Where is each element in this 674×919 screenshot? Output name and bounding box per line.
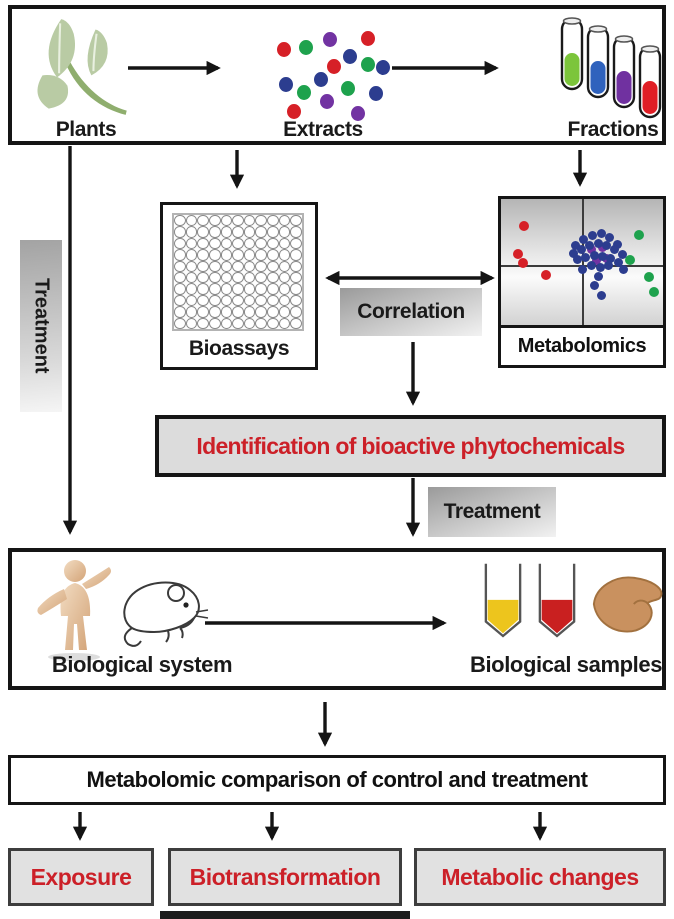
mouse-icon — [123, 581, 209, 647]
top-specimen-box: Plants Extracts Fractions — [8, 5, 666, 145]
biotransformation-label: Biotransformation — [189, 863, 381, 890]
comparison-label: Metabolomic comparison of control and tr… — [86, 767, 588, 792]
identification-box: Identification of bioactive phytochemica… — [155, 415, 666, 477]
metabolic-changes-label: Metabolic changes — [441, 863, 639, 890]
metabolomics-label: Metabolomics — [501, 325, 663, 365]
bioassays-box: Bioassays — [160, 202, 318, 370]
biological-samples-label: Biological samples — [469, 652, 663, 677]
liver-icon — [592, 576, 663, 633]
microplate-icon — [172, 213, 304, 331]
biological-system-box: Biological system Biological samples — [8, 548, 666, 690]
outcome-box-biotransformation: Biotransformation — [168, 848, 402, 906]
treatment-left-label: Treatment — [20, 240, 62, 412]
leaf-icon — [37, 19, 127, 115]
human-figure-icon — [37, 560, 111, 661]
fractions-label: Fractions — [567, 118, 659, 141]
metabolomics-box: Metabolomics — [498, 196, 666, 368]
exposure-label: Exposure — [30, 863, 132, 890]
extract-dots-icon — [257, 24, 392, 124]
bioassays-label: Bioassays — [188, 337, 290, 360]
outcome-box-metabolic-changes: Metabolic changes — [414, 848, 666, 906]
plants-label: Plants — [55, 118, 117, 141]
test-tubes-icon — [560, 17, 662, 119]
extracts-label: Extracts — [283, 118, 363, 141]
outcome-box-exposure: Exposure — [8, 848, 154, 906]
scatter-plot-icon — [501, 199, 663, 325]
comparison-box: Metabolomic comparison of control and tr… — [8, 755, 666, 805]
treatment-mid-label: Treatment — [428, 487, 556, 537]
figure-bottom-edge — [160, 911, 410, 919]
identification-label: Identification of bioactive phytochemica… — [196, 432, 625, 459]
sample-tube-yellow-icon — [484, 563, 522, 638]
sample-tube-red-icon — [538, 563, 576, 638]
biological-system-label: Biological system — [51, 652, 233, 677]
correlation-label: Correlation — [340, 288, 482, 336]
